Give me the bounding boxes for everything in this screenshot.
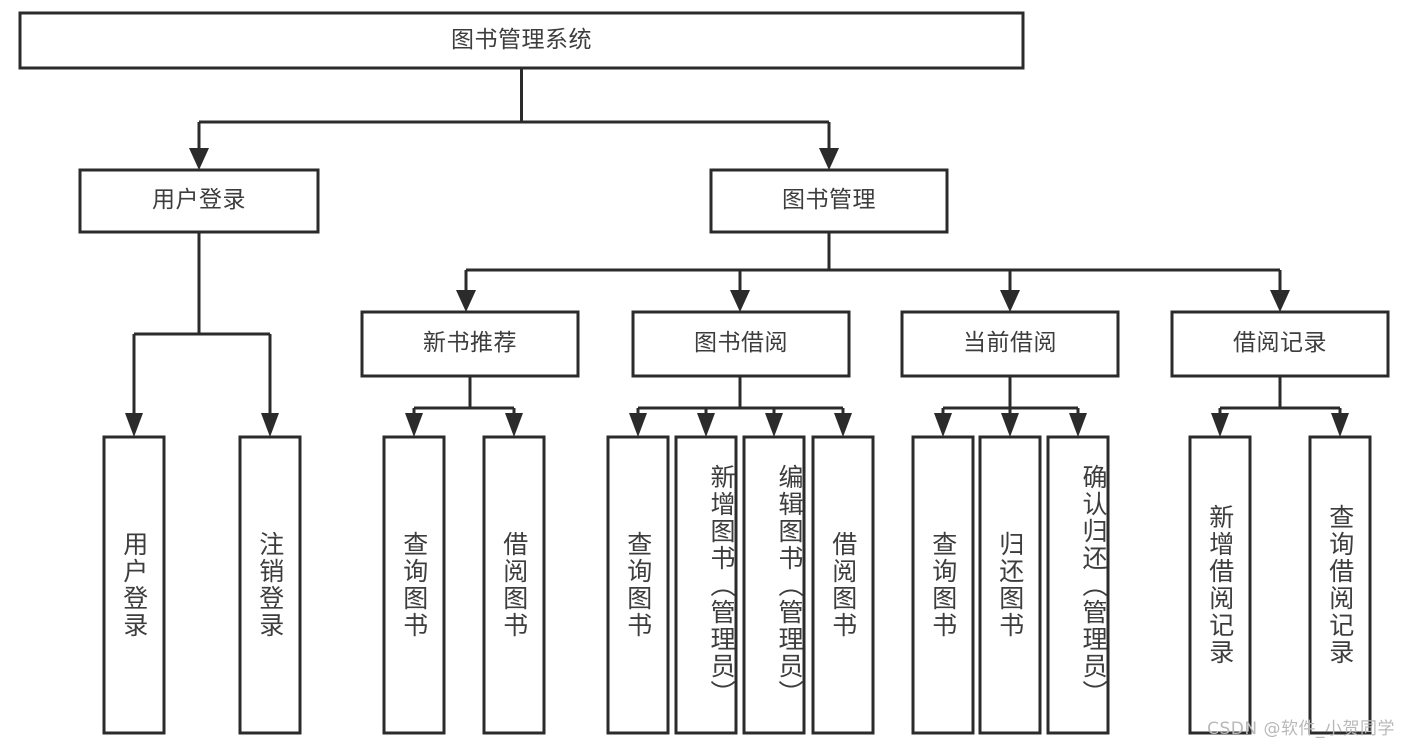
arrow-cb-0 xyxy=(934,413,952,437)
node-box-leaf-cb-1[interactable] xyxy=(978,435,1042,735)
arrow-br-0 xyxy=(1211,413,1229,437)
node-box-leaf-br-1[interactable] xyxy=(1308,435,1372,735)
arrow-user-login xyxy=(189,148,209,170)
arrow-cb-2 xyxy=(1069,413,1087,437)
arrow-bb-0 xyxy=(629,413,647,437)
arrow-bb-2 xyxy=(765,413,783,437)
node-box-new-book-recommend[interactable] xyxy=(360,310,580,378)
arrow-cb-1 xyxy=(1001,413,1019,437)
arrow-ul-1 xyxy=(261,413,279,437)
arrow-l2-2 xyxy=(1000,290,1020,312)
arrow-bb-3 xyxy=(834,413,852,437)
arrow-ul-0 xyxy=(125,413,143,437)
node-box-borrow-record[interactable] xyxy=(1170,310,1390,378)
node-box-leaf-bb-2[interactable] xyxy=(742,435,806,735)
node-box-book-manage[interactable] xyxy=(709,168,949,234)
node-box-root[interactable] xyxy=(18,11,1025,70)
node-box-user-login[interactable] xyxy=(78,168,320,234)
arrow-l2-1 xyxy=(730,290,750,312)
node-box-leaf-nbr-0[interactable] xyxy=(382,435,446,735)
arrow-l2-3 xyxy=(1270,290,1290,312)
watermark: CSDN @软件_小贺同学 xyxy=(1207,719,1395,739)
node-box-book-borrow[interactable] xyxy=(631,310,851,378)
node-box-leaf-ul-1[interactable] xyxy=(238,435,302,735)
node-box-leaf-cb-2[interactable] xyxy=(1046,435,1110,735)
node-box-leaf-nbr-1[interactable] xyxy=(482,435,546,735)
node-box-leaf-bb-1[interactable] xyxy=(674,435,738,735)
node-box-leaf-br-0[interactable] xyxy=(1188,435,1252,735)
arrow-bb-1 xyxy=(697,413,715,437)
node-box-leaf-bb-3[interactable] xyxy=(811,435,875,735)
arrow-br-1 xyxy=(1331,413,1349,437)
arrow-nbr-1 xyxy=(505,413,523,437)
node-box-leaf-bb-0[interactable] xyxy=(606,435,670,735)
arrow-book-manage xyxy=(819,148,839,170)
arrow-nbr-0 xyxy=(405,413,423,437)
node-box-leaf-cb-0[interactable] xyxy=(911,435,975,735)
node-box-current-borrow[interactable] xyxy=(900,310,1120,378)
arrow-l2-0 xyxy=(456,290,476,312)
node-box-leaf-ul-0[interactable] xyxy=(102,435,166,735)
